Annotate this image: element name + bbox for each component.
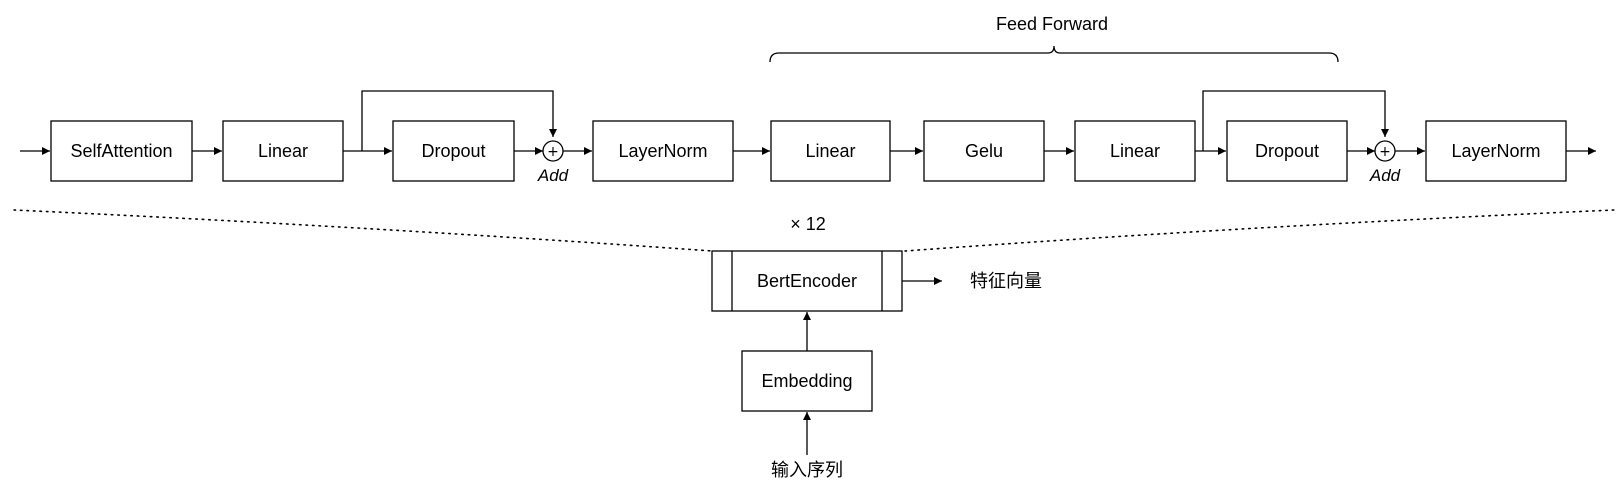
selfattention-box <box>50 120 193 182</box>
output-feature-vector-label: 特征向量 <box>970 271 1042 292</box>
zoom-line-right <box>904 209 1615 252</box>
layernorm-label-1: LayerNorm <box>618 141 707 161</box>
bert-encoder-box <box>711 250 903 312</box>
dropout-label-1: Dropout <box>421 141 485 161</box>
zoom-line-left <box>13 209 713 252</box>
layernorm-box-2 <box>1425 120 1567 182</box>
repeat-count-label: × 12 <box>790 214 826 234</box>
feed-forward-label: Feed Forward <box>996 14 1108 34</box>
embedding-box <box>741 350 873 412</box>
add-label-1: Add <box>537 166 569 185</box>
ff-linear-label-1: Linear <box>805 141 855 161</box>
ff-linear-box-2 <box>1074 120 1196 182</box>
ff-linear-label-2: Linear <box>1110 141 1160 161</box>
add-plus-1: + <box>547 144 559 160</box>
embedding-label: Embedding <box>761 371 852 391</box>
residual-connection-1 <box>361 90 557 151</box>
layernorm-label-2: LayerNorm <box>1451 141 1540 161</box>
dropout-label-2: Dropout <box>1255 141 1319 161</box>
gelu-label: Gelu <box>965 141 1003 161</box>
bert-encoder-label: BertEncoder <box>757 271 857 291</box>
dropout-box-2 <box>1226 120 1348 182</box>
layernorm-box-1 <box>592 120 734 182</box>
add-node-2 <box>1374 140 1396 162</box>
residual-connection-2 <box>1202 90 1389 151</box>
ff-linear-box-1 <box>770 120 891 182</box>
add-plus-2: + <box>1379 144 1391 160</box>
dropout-box-1 <box>392 120 515 182</box>
input-sequence-label: 输入序列 <box>771 460 843 481</box>
add-label-2: Add <box>1369 166 1401 185</box>
gelu-box <box>923 120 1045 182</box>
linear-box-1 <box>222 120 344 182</box>
linear-label-1: Linear <box>258 141 308 161</box>
selfattention-label: SelfAttention <box>70 141 172 161</box>
feed-forward-brace <box>769 45 1339 63</box>
add-node-1 <box>542 140 564 162</box>
